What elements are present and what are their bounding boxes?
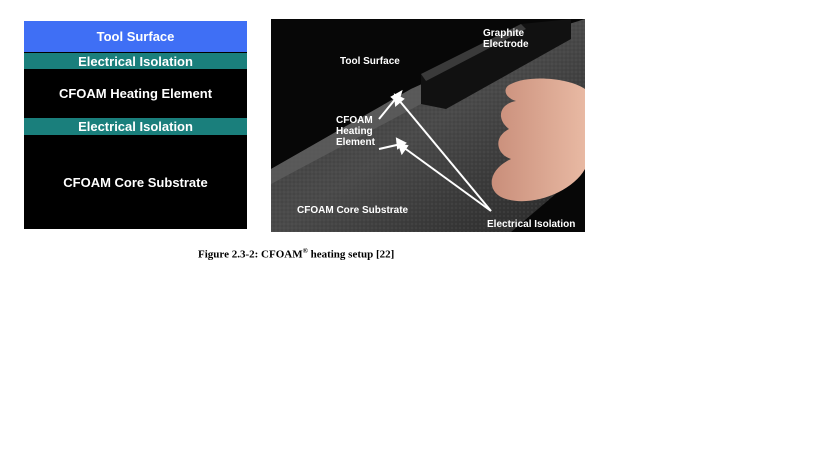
label-tool-surface: Tool Surface [340, 56, 400, 67]
layer-core-substrate-label: CFOAM Core Substrate [63, 175, 208, 190]
label-heating-element: CFOAM Heating Element [336, 115, 375, 148]
label-graphite-electrode: Graphite Electrode [483, 28, 529, 50]
graphite-electrode [421, 19, 571, 109]
caption-suffix: heating setup [22] [307, 248, 395, 261]
photo-illustration [271, 19, 585, 232]
label-electrical-isolation: Electrical Isolation [487, 219, 576, 230]
caption-registered-mark: ® [302, 247, 308, 255]
layer-electrical-isolation-bottom: Electrical Isolation [24, 118, 247, 135]
layer-heating-element: CFOAM Heating Element [24, 70, 247, 117]
layer-tool-surface: Tool Surface [24, 21, 247, 52]
layer-tool-surface-label: Tool Surface [96, 29, 175, 44]
layer-electrical-isolation-top: Electrical Isolation [24, 53, 247, 69]
hand [491, 78, 585, 202]
caption-prefix: Figure 2.3-2: CFOAM [198, 248, 303, 261]
arrows [378, 89, 492, 212]
label-core-substrate: CFOAM Core Substrate [297, 205, 409, 216]
layer-isolation-top-label: Electrical Isolation [78, 53, 193, 69]
layer-isolation-bottom-label: Electrical Isolation [78, 119, 193, 134]
figure-caption: Figure 2.3-2: CFOAM® heating setup [22] [198, 247, 394, 261]
layer-heating-element-label: CFOAM Heating Element [58, 86, 213, 101]
layer-core-substrate: CFOAM Core Substrate [24, 136, 247, 229]
layer-diagram: Tool Surface Electrical Isolation CFOAM … [24, 21, 247, 229]
heating-setup-photo: Graphite Electrode Tool Surface CFOAM He… [271, 19, 585, 232]
